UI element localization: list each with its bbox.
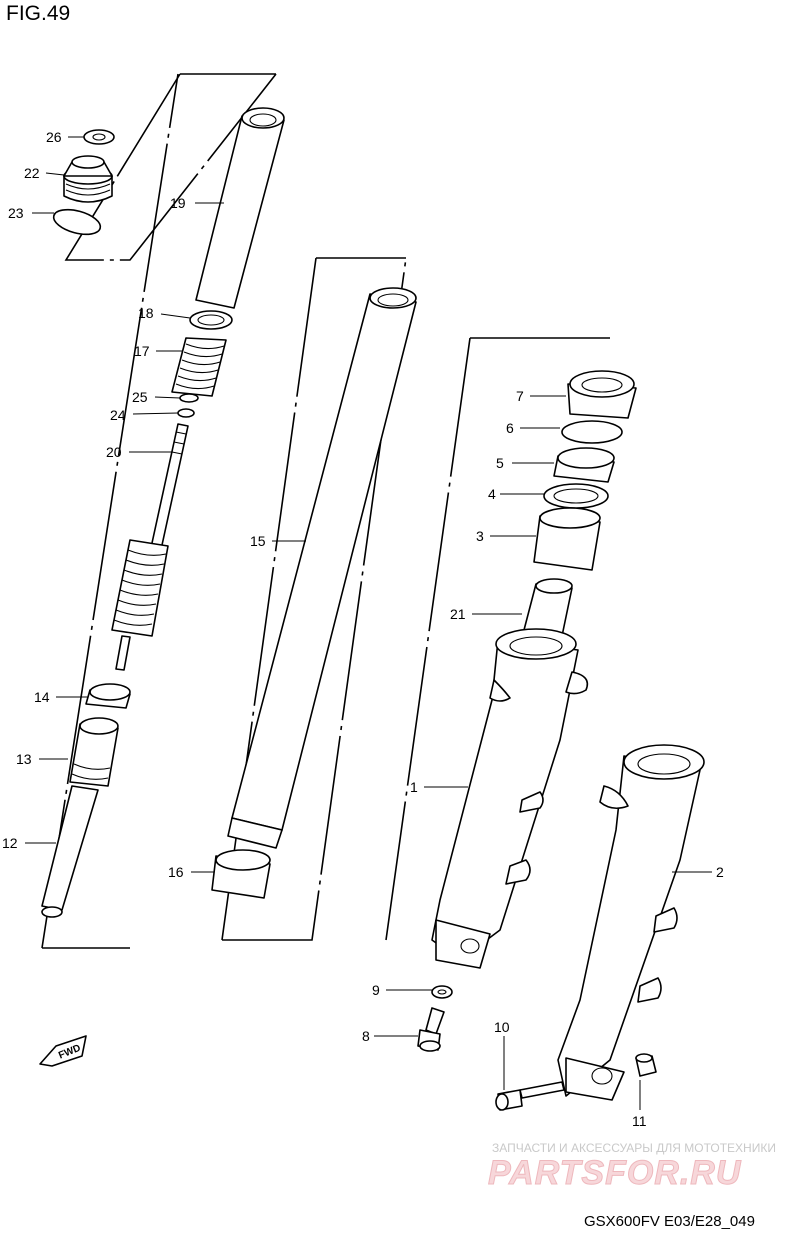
part-9-gasket bbox=[431, 985, 453, 999]
part-10-pinch-bolt bbox=[495, 1081, 565, 1111]
callout-1: 1 bbox=[410, 779, 418, 795]
watermark: ЗАПЧАСТИ И АКСЕССУАРЫ ДЛЯ МОТОТЕХНИКИ PA… bbox=[488, 1141, 776, 1193]
figure-title: FIG.49 bbox=[6, 2, 71, 25]
frame-damper-group bbox=[41, 73, 179, 949]
callout-20: 20 bbox=[106, 444, 122, 460]
callout-6: 6 bbox=[506, 420, 514, 436]
callout-24: 24 bbox=[110, 407, 126, 423]
part-11-nut bbox=[635, 1053, 657, 1077]
fwd-direction-marker: FWD bbox=[39, 1035, 87, 1067]
watermark-logo: PARTSFOR.RU bbox=[488, 1154, 742, 1192]
part-21-oil-lock-piece bbox=[523, 578, 573, 637]
callout-9: 9 bbox=[372, 982, 380, 998]
part-14-oil-lock-piece bbox=[85, 683, 131, 709]
part-16-slide-bushing bbox=[211, 849, 271, 899]
callout-16: 16 bbox=[168, 864, 184, 880]
part-2-outer-tube-right bbox=[557, 744, 705, 1101]
arrow-left-down-icon bbox=[39, 1035, 87, 1067]
part-18-spring-seat bbox=[189, 310, 233, 330]
figure-code: GSX600FV E03/E28_049 bbox=[584, 1213, 755, 1230]
callout-21: 21 bbox=[450, 606, 466, 622]
part-13-cylinder-top bbox=[69, 717, 119, 787]
callout-12: 12 bbox=[2, 835, 18, 851]
part-15-inner-tube bbox=[227, 287, 417, 849]
part-3-guide-bushing bbox=[533, 507, 601, 571]
part-5-oil-seal bbox=[553, 447, 615, 483]
callout-18: 18 bbox=[138, 305, 154, 321]
part-23-o-ring bbox=[52, 208, 102, 236]
callout-13: 13 bbox=[16, 751, 32, 767]
callout-22: 22 bbox=[24, 165, 40, 181]
callout-23: 23 bbox=[8, 205, 24, 221]
callout-11: 11 bbox=[632, 1113, 647, 1129]
part-22-cap-bolt bbox=[63, 155, 113, 203]
part-19-spacer bbox=[195, 107, 285, 309]
callout-26: 26 bbox=[46, 129, 62, 145]
part-4-oil-seal-retainer bbox=[543, 483, 609, 509]
callout-4: 4 bbox=[488, 486, 496, 502]
callout-10: 10 bbox=[494, 1019, 510, 1035]
callout-19: 19 bbox=[170, 195, 186, 211]
callout-3: 3 bbox=[476, 528, 484, 544]
frame-outer-tube-group bbox=[385, 337, 616, 941]
part-24-ring bbox=[177, 408, 195, 418]
callout-14: 14 bbox=[34, 689, 50, 705]
watermark-tagline: ЗАПЧАСТИ И АКСЕССУАРЫ ДЛЯ МОТОТЕХНИКИ bbox=[492, 1141, 776, 1155]
part-20-damper-rod bbox=[111, 423, 189, 671]
part-25-ring bbox=[179, 393, 199, 403]
callout-15: 15 bbox=[250, 533, 266, 549]
part-17-fork-spring bbox=[171, 337, 227, 397]
part-26-washer bbox=[83, 129, 115, 145]
callout-17: 17 bbox=[134, 343, 150, 359]
part-7-dust-seal bbox=[567, 370, 637, 419]
part-12-damper-cylinder bbox=[41, 785, 99, 918]
callout-25: 25 bbox=[132, 389, 148, 405]
frame-cap-group bbox=[64, 73, 277, 261]
callout-8: 8 bbox=[362, 1028, 370, 1044]
callout-labels: 26 22 23 19 18 17 25 24 20 14 13 12 15 1… bbox=[2, 129, 724, 1129]
callout-5: 5 bbox=[496, 455, 504, 471]
callout-7: 7 bbox=[516, 388, 524, 404]
part-1-outer-tube-left bbox=[431, 628, 589, 969]
part-8-damper-bolt bbox=[417, 1007, 445, 1052]
part-6-stopper-ring bbox=[561, 420, 623, 444]
callout-2: 2 bbox=[716, 864, 724, 880]
leader-lines bbox=[25, 136, 712, 1110]
